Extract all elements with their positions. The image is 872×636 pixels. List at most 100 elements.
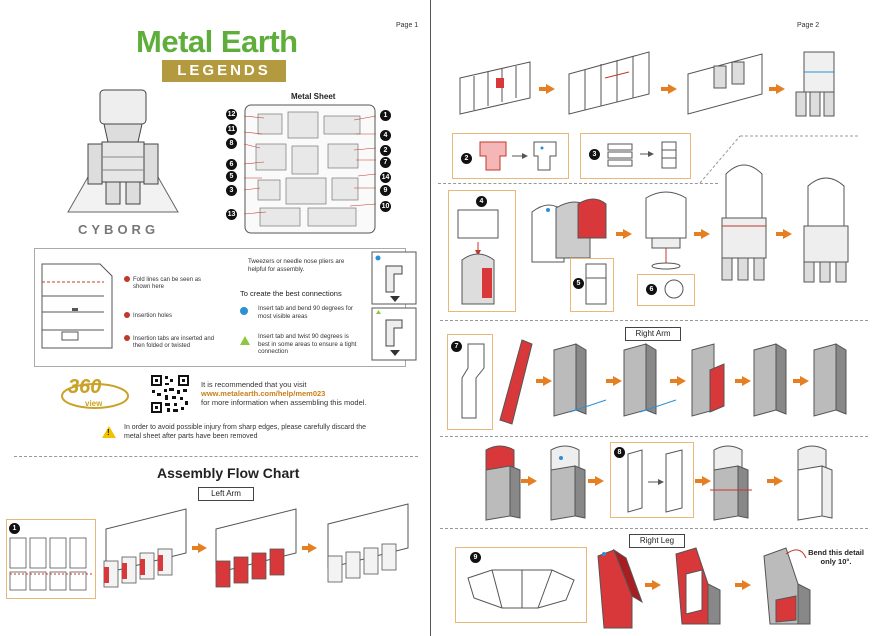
green-triangle-icon (240, 336, 250, 345)
step-5-illustration (585, 263, 607, 305)
step-number: 1 (9, 523, 20, 534)
flow-arrow-head (702, 476, 711, 486)
flow-arrow (536, 379, 544, 383)
fold-diagram-illustration (41, 263, 113, 349)
page-divider (430, 0, 431, 636)
metal-sheet-title: Metal Sheet (291, 92, 336, 101)
right-arm-part-illustration (499, 339, 533, 425)
step-number: 4 (476, 196, 487, 207)
flow-arrow-head (543, 376, 552, 386)
red-marker (124, 312, 130, 318)
right-arm-step-illustration (553, 343, 607, 417)
visit-text-1: It is recommended that you visit (201, 380, 307, 389)
right-leg-label: Right Leg (629, 534, 685, 548)
qr-code-icon[interactable] (150, 374, 190, 414)
best-connections-title: To create the best connections (240, 289, 342, 298)
step-6-box (637, 274, 695, 306)
right-arm-step-illustration (813, 343, 847, 417)
flow-arrow (192, 546, 198, 550)
head-step-illustration (459, 61, 531, 115)
flow-arrow-head (198, 543, 207, 553)
flow-arrow-head (742, 580, 751, 590)
step-3-illustration (607, 141, 677, 169)
head-assembled-illustration (645, 191, 687, 270)
flow-arrow (521, 479, 529, 483)
flow-arrow (588, 479, 596, 483)
flow-arrow (539, 87, 547, 91)
section-divider (440, 436, 868, 437)
flow-arrow-head (546, 84, 555, 94)
help-link[interactable]: www.metalearth.com/help/mem023 (201, 389, 326, 398)
step-1-box (6, 519, 96, 599)
flow-arrow-head (652, 580, 661, 590)
flow-arrow-head (308, 543, 317, 553)
flow-arrow (670, 379, 678, 383)
step-2-box (452, 133, 569, 179)
sheet-part-number: 2 (380, 145, 391, 156)
sheet-part-number: 10 (380, 201, 391, 212)
cyborg-figure-illustration (67, 89, 179, 213)
flow-arrow (793, 379, 801, 383)
warning-icon-glyph: ! (107, 428, 110, 437)
flow-arrow (695, 479, 703, 483)
right-arm-step-illustration (710, 445, 752, 521)
step-2-illustration (479, 141, 557, 171)
right-leg-step-illustration (597, 548, 643, 629)
insertion-holes-label: Insertion holes (133, 313, 173, 319)
section-divider-diagonal (699, 135, 860, 184)
flow-arrow-head (776, 84, 785, 94)
360-number: 360 (68, 376, 102, 398)
step-4-box (448, 190, 516, 312)
sheet-part-number: 5 (226, 171, 237, 182)
step-4-assembly-illustration (531, 198, 607, 263)
flow-arrow-head (677, 376, 686, 386)
step-9-illustration (467, 569, 575, 609)
flow-arrow-head (528, 476, 537, 486)
step-1-parts-illustration (9, 537, 92, 591)
flow-arrow-head (595, 476, 604, 486)
torso-assembly-illustration (721, 164, 767, 281)
blue-tip-text: Insert tab and bend 90 degrees for most … (258, 305, 353, 320)
right-arm-step-illustration (550, 445, 586, 521)
right-arm-step-illustration (691, 343, 725, 417)
page-number-1: Page 1 (396, 22, 419, 29)
warning-icon (102, 426, 116, 438)
left-arm-step-illustration (215, 508, 297, 588)
sheet-part-number: 4 (380, 130, 391, 141)
tab-bend-illustrations (371, 251, 417, 361)
flow-arrow-head (742, 376, 751, 386)
step-7-box (447, 334, 493, 430)
step-9-box (455, 547, 587, 623)
sheet-part-number: 11 (226, 124, 237, 135)
step-8-box (610, 442, 694, 518)
right-arm-step-illustration (753, 343, 787, 417)
sheet-part-number: 7 (380, 157, 391, 168)
flow-arrow (606, 379, 614, 383)
flow-arrow (776, 232, 784, 236)
sheet-part-number: 1 (380, 110, 391, 121)
step-7-illustration (461, 343, 485, 419)
blue-dot-icon (240, 307, 248, 315)
flow-arrow (769, 87, 777, 91)
head-step-illustration (795, 51, 835, 117)
flow-arrow (616, 232, 624, 236)
step-4-illustration (457, 209, 499, 305)
flow-arrow-head (774, 476, 783, 486)
left-arm-step-illustration (103, 508, 187, 588)
left-arm-step-illustration (327, 503, 409, 583)
metal-sheet-illustration (243, 104, 377, 234)
right-leg-step-illustration (675, 547, 721, 625)
section-divider (438, 183, 718, 184)
step-number: 3 (589, 149, 600, 160)
assembly-flow-title: Assembly Flow Chart (157, 465, 300, 481)
step-6-illustration (664, 279, 684, 299)
step-number: 5 (573, 278, 584, 289)
flow-arrow (767, 479, 775, 483)
section-divider (14, 456, 418, 457)
sheet-part-number: 14 (380, 172, 391, 183)
step-number: 8 (614, 447, 625, 458)
red-marker (124, 335, 130, 341)
right-arm-step-illustration (623, 343, 677, 417)
right-leg-step-illustration (763, 547, 811, 625)
step-8-illustration (627, 449, 683, 513)
